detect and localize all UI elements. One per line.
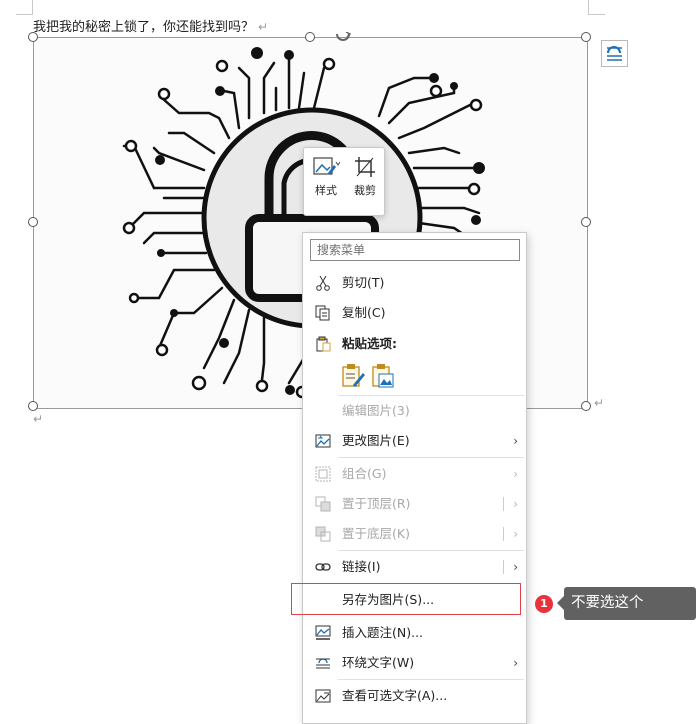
resize-handle-top[interactable] xyxy=(305,32,315,42)
menu-item-group[interactable]: 组合(G) › xyxy=(303,459,526,489)
alt-text-icon xyxy=(315,689,331,703)
crop-icon xyxy=(355,157,375,177)
menu-item-cut[interactable]: 剪切(T) xyxy=(303,268,526,298)
paragraph-mark-empty-line: ↵ xyxy=(33,412,44,426)
resize-handle-right[interactable] xyxy=(581,217,591,227)
menu-item-label: 置于底层(K) xyxy=(342,526,410,541)
menu-item-view-alt-text[interactable]: 查看可选文字(A)... xyxy=(303,681,526,711)
resize-handle-top-right[interactable] xyxy=(581,32,591,42)
clipboard-icon xyxy=(316,336,331,352)
margin-corner-left xyxy=(16,0,33,15)
context-menu: 搜索菜单 剪切(T) 复制(C) 粘贴选项: 编辑图片(3) xyxy=(302,232,527,724)
link-icon xyxy=(315,563,331,571)
menu-item-label: 环绕文字(W) xyxy=(342,655,415,670)
mini-toolbar: 样式 裁剪 xyxy=(303,147,385,216)
menu-item-save-as-picture[interactable]: 另存为图片(S)... xyxy=(303,585,526,615)
paste-as-picture-icon[interactable] xyxy=(371,363,395,389)
crop-button[interactable]: 裁剪 xyxy=(347,154,383,210)
group-icon xyxy=(315,466,331,482)
menu-search-input[interactable]: 搜索菜单 xyxy=(310,239,520,261)
menu-item-wrap-text[interactable]: 环绕文字(W) › xyxy=(303,648,526,678)
menu-separator xyxy=(338,457,524,458)
send-to-back-icon xyxy=(315,526,331,542)
chevron-right-icon: › xyxy=(513,527,518,541)
crop-label: 裁剪 xyxy=(354,184,376,197)
annotation-step-badge: 1 xyxy=(535,595,553,613)
copy-icon xyxy=(315,305,330,321)
annotation-highlight-box xyxy=(291,583,521,615)
style-label: 样式 xyxy=(315,184,337,197)
chevron-right-icon: › xyxy=(513,560,518,574)
wrap-text-icon xyxy=(316,658,330,669)
menu-item-label: 另存为图片(S)... xyxy=(342,592,435,607)
rotate-handle[interactable] xyxy=(334,32,352,46)
menu-item-label: 组合(G) xyxy=(342,466,387,481)
menu-item-label: 复制(C) xyxy=(342,305,386,320)
menu-separator xyxy=(338,550,524,551)
resize-handle-bottom-right[interactable] xyxy=(581,401,591,411)
menu-item-label: 更改图片(E) xyxy=(342,433,410,448)
paragraph-text: 我把我的秘密上锁了，你还能找到吗？ xyxy=(33,20,255,35)
change-picture-icon xyxy=(315,434,331,448)
split-divider xyxy=(503,560,504,574)
menu-item-change-picture[interactable]: 更改图片(E) › xyxy=(303,426,526,456)
menu-item-send-to-back[interactable]: 置于底层(K) › xyxy=(303,519,526,549)
layout-options-icon xyxy=(607,46,622,61)
paste-options-label: 粘贴选项: xyxy=(342,336,397,351)
menu-item-paste-options: 粘贴选项: xyxy=(303,329,526,359)
annotation-tooltip: 不要选这个 xyxy=(557,587,696,620)
paragraph-mark-after-image: ↵ xyxy=(594,396,605,410)
resize-handle-bottom-left[interactable] xyxy=(28,401,38,411)
menu-item-label: 编辑图片(3) xyxy=(342,403,410,418)
menu-separator xyxy=(338,395,524,396)
resize-handle-left[interactable] xyxy=(28,217,38,227)
document-paragraph[interactable]: 我把我的秘密上锁了，你还能找到吗？↵ xyxy=(33,16,268,35)
chevron-right-icon: › xyxy=(513,467,518,481)
bring-to-front-icon xyxy=(315,496,331,512)
chevron-right-icon: › xyxy=(513,434,518,448)
menu-item-label: 插入题注(N)... xyxy=(342,625,424,640)
layout-options-button[interactable] xyxy=(601,40,628,67)
paragraph-mark: ↵ xyxy=(258,20,269,34)
menu-item-edit-picture[interactable]: 编辑图片(3) xyxy=(303,396,526,426)
split-divider xyxy=(503,497,504,511)
chevron-right-icon: › xyxy=(513,497,518,511)
split-divider xyxy=(503,527,504,541)
menu-item-label: 剪切(T) xyxy=(342,275,385,290)
style-button[interactable]: 样式 xyxy=(308,154,344,210)
margin-corner-right xyxy=(588,0,605,15)
menu-item-label: 链接(I) xyxy=(342,559,381,574)
menu-item-label: 查看可选文字(A)... xyxy=(342,688,448,703)
menu-item-copy[interactable]: 复制(C) xyxy=(303,298,526,328)
menu-item-insert-caption[interactable]: 插入题注(N)... xyxy=(303,618,526,648)
menu-separator xyxy=(338,679,524,680)
resize-handle-top-left[interactable] xyxy=(28,32,38,42)
paste-keep-source-formatting-icon[interactable] xyxy=(341,363,365,389)
insert-caption-icon xyxy=(315,625,331,640)
scissors-icon xyxy=(316,275,330,291)
menu-item-bring-to-front[interactable]: 置于顶层(R) › xyxy=(303,489,526,519)
menu-item-label: 置于顶层(R) xyxy=(342,496,411,511)
picture-style-icon xyxy=(313,157,340,175)
menu-item-link[interactable]: 链接(I) › xyxy=(303,552,526,582)
chevron-right-icon: › xyxy=(513,656,518,670)
